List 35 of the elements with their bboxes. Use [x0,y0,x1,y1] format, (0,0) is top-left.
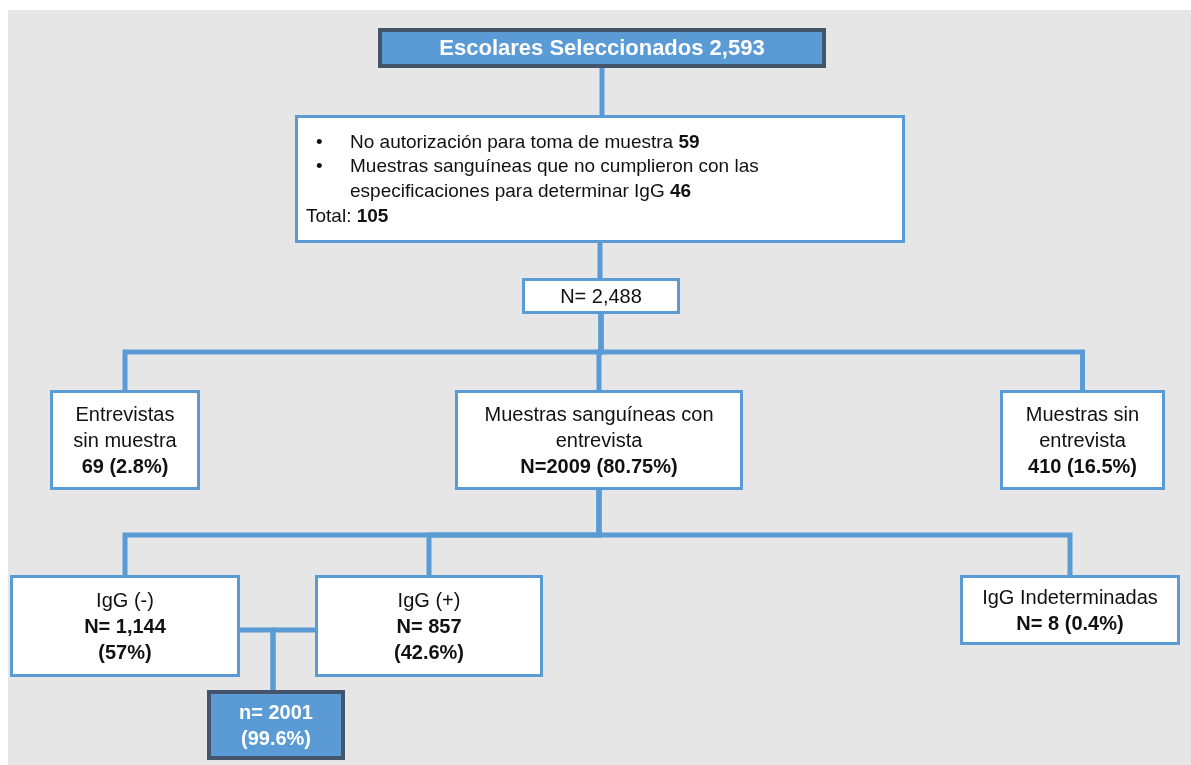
bullet-text: No autorización para toma de muestra 59 [350,130,700,152]
box-title: Muestras sin entrevista [1024,402,1141,453]
box-title: Muestras sanguíneas con entrevista [483,402,715,453]
box-text: N=2009 (80.75%) [520,454,678,479]
connector-line [599,68,605,115]
box-text: N= 8 (0.4%) [1016,611,1124,636]
process-box [455,390,743,490]
box-text: 69 (2.8%) [81,454,169,479]
highlight-box [207,690,345,760]
process-box [315,575,543,677]
highlight-box [378,28,826,68]
process-box [960,575,1180,645]
exclusion-box [295,115,905,243]
box-title: IgG (-) [96,588,154,613]
box-text: N= 1,144 (57%) [83,614,167,665]
bullet-marker: • [316,154,323,179]
connector-line [598,314,1085,390]
total-text: Total: 105 [306,203,389,228]
box-title: IgG Indeterminadas [982,585,1158,610]
process-box [522,278,680,314]
connector-line [597,243,603,278]
box-title: IgG (+) [397,588,461,613]
box-text: N= 2,488 [560,284,642,309]
box-text: 410 (16.5%) [1028,454,1137,479]
bullet-text: Muestras sanguíneas que no cumplieron con las especificaciones para determinar IgG 46 [350,155,759,201]
box-text: Escolares Seleccionados 2,593 [439,33,765,62]
process-box [10,575,240,677]
box-text: n= 2001 (99.6%) [238,700,314,751]
connector-line [596,490,1073,575]
connector-line [270,627,315,690]
process-box [50,390,200,490]
bullet-marker: • [316,129,323,154]
box-text: N= 857 (42.6%) [393,614,465,665]
process-box [1000,390,1165,490]
box-title: Entrevistas sin muestra [72,402,178,453]
